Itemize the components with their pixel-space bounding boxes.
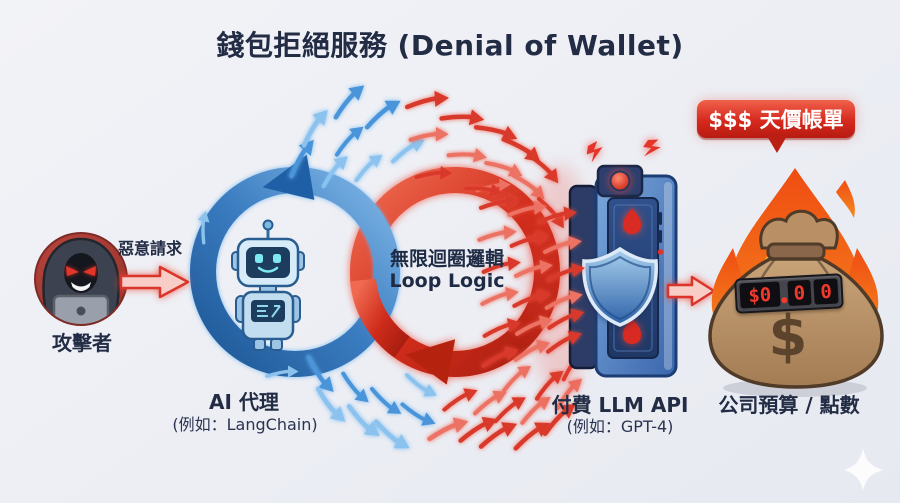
dollar-sign: $ <box>768 304 808 369</box>
loop-logic-label-en: Loop Logic <box>389 269 505 292</box>
flame-icon <box>623 208 641 344</box>
loop-logic-label: 無限迴圈邏輯 Loop Logic <box>389 248 505 293</box>
bill-banner: $$$ 天價帳單 <box>697 100 855 138</box>
cost-arrow <box>666 275 716 307</box>
counter-cell: 0 <box>813 278 839 305</box>
banner-pointer <box>767 136 787 153</box>
shield-icon <box>582 246 658 327</box>
malicious-request-label: 惡意請求 <box>117 239 183 258</box>
loop-logic-label-zh: 無限迴圈邏輯 <box>389 248 504 270</box>
counter-decimal-dot <box>780 297 788 304</box>
counter-cell: 0 <box>786 279 812 307</box>
infinity-loop-arrows <box>189 154 560 385</box>
robot-icon <box>231 219 305 351</box>
bill-banner-label: $$$ 天價帳單 <box>708 108 844 132</box>
budget-label: 公司預算 / 點數 <box>718 393 860 417</box>
ai-agent-example: (例如：LangChain) <box>172 415 318 434</box>
red-eyes <box>66 266 96 276</box>
llm-api-example: (例如：GPT-4) <box>566 417 674 436</box>
page-title: 錢包拒絕服務 (Denial of Wallet) <box>216 29 684 62</box>
llm-api-label: 付費 LLM API <box>551 393 689 417</box>
ai-agent-label: AI 代理 <box>209 390 279 414</box>
sparkle-icon <box>844 448 883 491</box>
lightning-icon <box>586 139 661 163</box>
hooded-hacker-avatar <box>34 232 128 326</box>
malicious-request-arrow <box>119 265 190 299</box>
attacker-label: 攻擊者 <box>52 331 112 355</box>
alarm-light-icon <box>609 170 631 192</box>
